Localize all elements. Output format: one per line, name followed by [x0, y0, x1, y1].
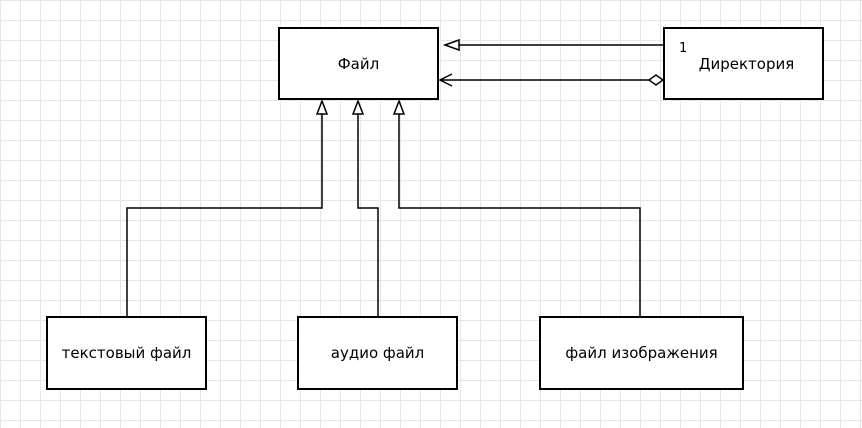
node-file-label: Файл	[337, 54, 380, 73]
audio-file-to-file-generalization[interactable]	[351, 98, 379, 316]
node-directory[interactable]: Директория	[663, 27, 824, 100]
node-image-file-label: файл изображения	[565, 344, 718, 362]
text-file-to-file-generalization[interactable]	[126, 98, 329, 316]
generalization-arrowhead	[351, 98, 365, 115]
node-text-file[interactable]: текстовый файл	[46, 316, 207, 390]
node-file[interactable]: Файл	[278, 27, 439, 100]
aggregation-diamond	[647, 74, 665, 86]
multiplicity-label: 1	[679, 41, 688, 56]
node-audio-file[interactable]: аудио файл	[297, 316, 458, 390]
node-image-file[interactable]: файл изображения	[539, 316, 744, 390]
generalization-arrowhead	[315, 98, 329, 115]
generalization-arrowhead	[442, 38, 460, 52]
generalization-arrowhead	[392, 98, 406, 115]
node-audio-file-label: аудио файл	[330, 344, 425, 362]
node-text-file-label: текстовый файл	[61, 344, 192, 362]
node-directory-label: Директория	[698, 54, 795, 73]
directory-to-file-aggregation[interactable]	[438, 73, 665, 87]
image-file-to-file-generalization[interactable]	[392, 98, 641, 316]
directory-to-file-generalization[interactable]	[442, 38, 663, 52]
open-arrowhead	[438, 73, 453, 87]
